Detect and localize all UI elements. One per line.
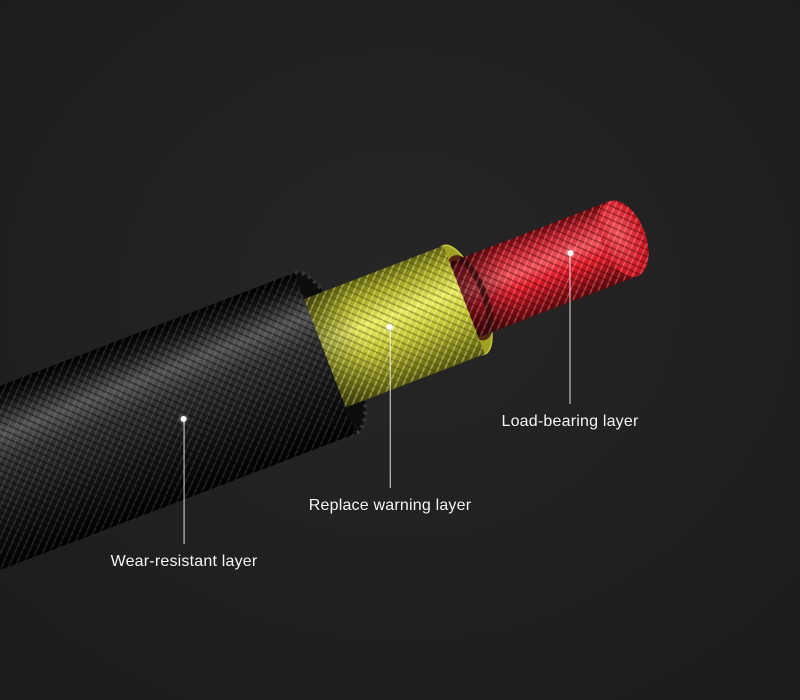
warning-layer <box>287 245 485 414</box>
outer-layer <box>0 273 356 609</box>
core-layer <box>446 200 649 341</box>
